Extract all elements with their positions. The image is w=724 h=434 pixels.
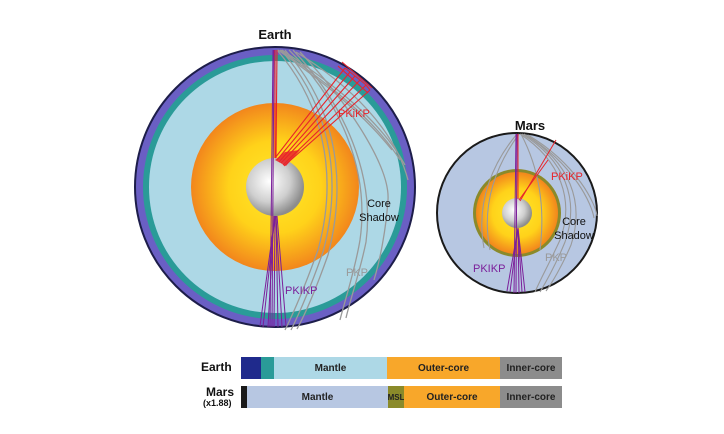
earth-core-shadow-label-line2: Shadow bbox=[359, 212, 399, 224]
mars-pkikp-purple-rays bbox=[506, 133, 526, 294]
earth-cross-section bbox=[134, 46, 416, 328]
mars-bar-outer-core: Outer-core bbox=[404, 386, 500, 408]
earth-bar-crust bbox=[241, 357, 261, 379]
earth-pkikp-red-rays bbox=[274, 49, 373, 167]
mars-bar-mantle: Mantle bbox=[247, 386, 388, 408]
mars-bar-crust bbox=[241, 386, 247, 408]
mars-pkikp-red-label: PKiKP bbox=[551, 171, 583, 183]
earth-core-shadow-label-line1: Core bbox=[367, 198, 391, 210]
mars-core-shadow-label-line2: Shadow bbox=[554, 230, 594, 242]
earth-inner-core bbox=[246, 158, 304, 216]
mars-bar-msl: MSL bbox=[388, 386, 404, 408]
mars-layer-bar: Mars (x1.88) Mantle MSL Outer-core Inner… bbox=[0, 385, 724, 408]
earth-pkikp-purple-label: PKIKP bbox=[285, 285, 317, 297]
earth-pkikp-red-fan bbox=[275, 150, 300, 166]
earth-pkp-label: PKP bbox=[346, 267, 368, 279]
mars-core-shadow-label-line1: Core bbox=[562, 216, 586, 228]
mars-title: Mars bbox=[515, 118, 545, 133]
mars-bar-scale: (x1.88) bbox=[203, 398, 232, 408]
earth-title: Earth bbox=[258, 27, 291, 42]
earth-pkikp-purple-rays bbox=[259, 49, 287, 328]
earth-bar-label: Earth bbox=[201, 360, 232, 374]
mars-pkikp-red-rays bbox=[517, 134, 557, 202]
earth-bar-upper-mantle bbox=[261, 357, 274, 379]
mars-bar-inner-core: Inner-core bbox=[500, 386, 562, 408]
mars-bar-label: Mars bbox=[206, 385, 235, 399]
earth-bar-outer-core: Outer-core bbox=[387, 357, 500, 379]
mars-pkikp-purple-label: PKIKP bbox=[473, 263, 505, 275]
earth-pkp-rays bbox=[276, 49, 409, 331]
earth-bar-mantle: Mantle bbox=[274, 357, 387, 379]
mars-pkp-rays bbox=[481, 133, 598, 293]
earth-layer-bar: Earth Mantle Outer-core Inner-core bbox=[0, 357, 724, 379]
mars-pkp-label: PKP bbox=[545, 252, 567, 264]
earth-pkikp-red-label: PKiKP bbox=[338, 108, 370, 120]
earth-bar-inner-core: Inner-core bbox=[500, 357, 562, 379]
